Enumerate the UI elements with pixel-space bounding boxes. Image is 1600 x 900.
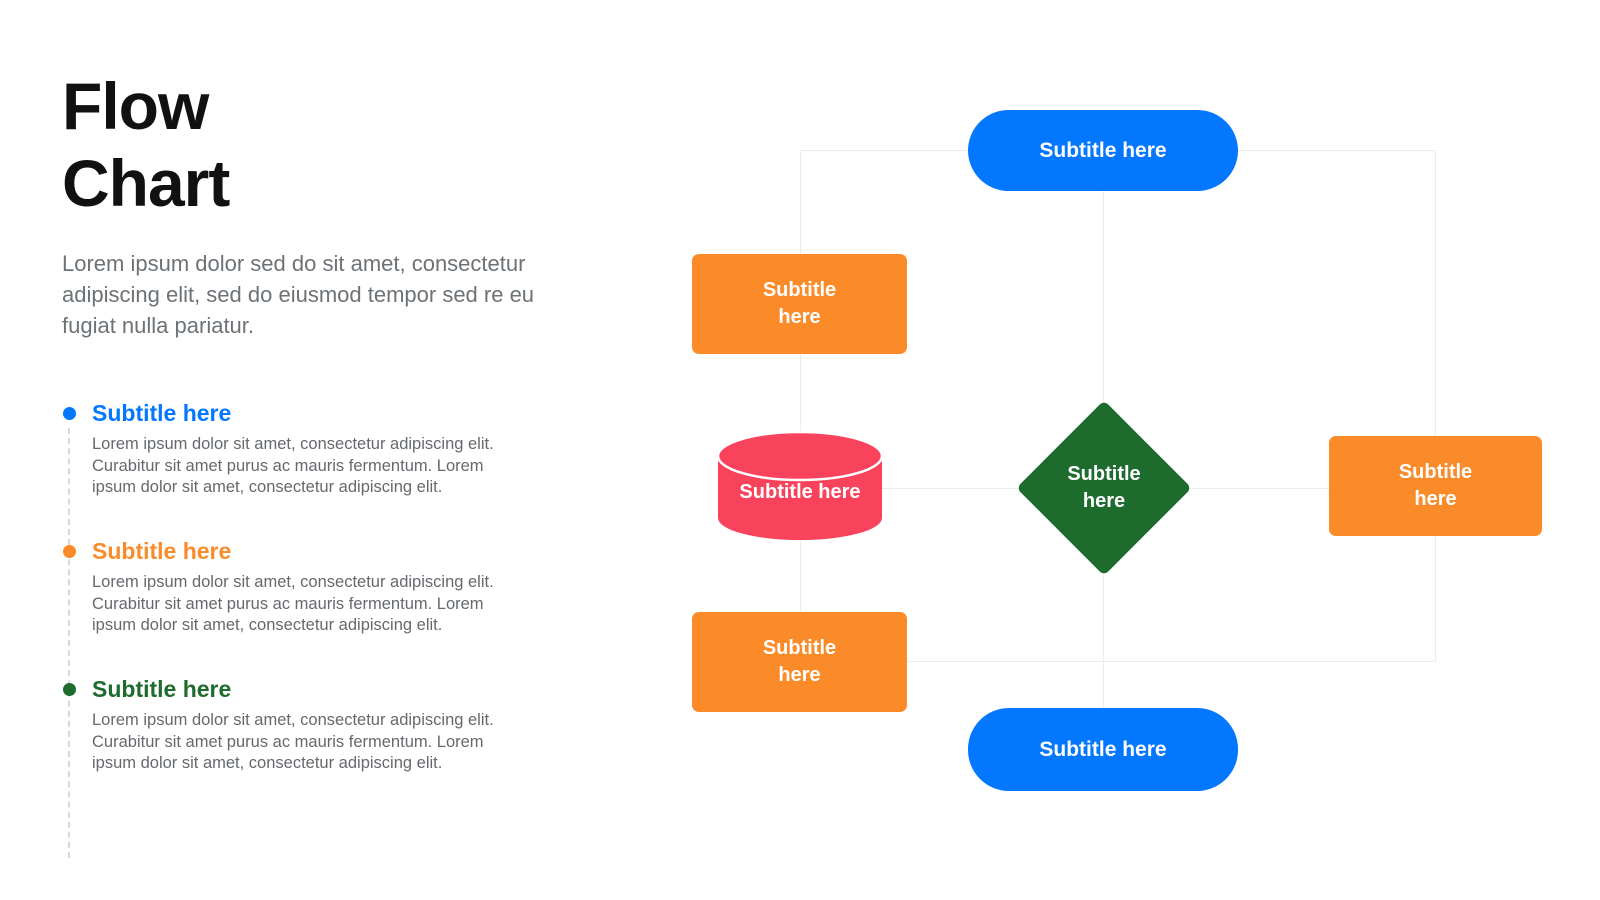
flow-node-process-lower-left: Subtitle here — [692, 612, 907, 712]
flow-node-database-cylinder: Subtitle here — [716, 430, 884, 542]
node-label: Subtitle here — [762, 279, 837, 328]
node-label: Subtitle here — [739, 481, 861, 503]
orange-bullet-dot — [63, 545, 76, 558]
section-heading: Subtitle here — [92, 676, 232, 702]
node-label: Subtitle here — [762, 637, 837, 686]
node-label: Subtitle here — [1067, 463, 1141, 512]
section-heading: Subtitle here — [92, 538, 232, 564]
section-body: Lorem ipsum dolor sit amet, consectetur … — [92, 573, 494, 634]
section-body: Lorem ipsum dolor sit amet, consectetur … — [92, 435, 494, 496]
section-heading: Subtitle here — [92, 400, 232, 426]
flow-node-start-pill: Subtitle here — [968, 110, 1238, 191]
bullet-connector-dashed-line — [68, 428, 70, 858]
section-body: Lorem ipsum dolor sit amet, consectetur … — [92, 711, 494, 772]
node-label: Subtitle here — [1039, 737, 1167, 761]
flow-node-end-pill: Subtitle here — [968, 708, 1238, 791]
legend-section-blue: Subtitle here Lorem ipsum dolor sit amet… — [62, 398, 552, 499]
intro-paragraph: Lorem ipsum dolor sed do sit amet, conse… — [62, 251, 535, 338]
legend-section-green: Subtitle here Lorem ipsum dolor sit amet… — [62, 674, 552, 775]
node-label: Subtitle here — [1039, 138, 1167, 162]
connector-grid-rectangle — [800, 150, 1436, 662]
flow-node-process-right: Subtitle here — [1329, 436, 1542, 536]
page-title: Flow Chart — [62, 69, 230, 220]
cylinder-shape — [716, 430, 884, 540]
green-bullet-dot — [63, 683, 76, 696]
blue-bullet-dot — [63, 407, 76, 420]
node-label: Subtitle here — [1398, 461, 1473, 510]
flow-node-process-upper-left: Subtitle here — [692, 254, 907, 354]
legend-section-orange: Subtitle here Lorem ipsum dolor sit amet… — [62, 536, 552, 637]
